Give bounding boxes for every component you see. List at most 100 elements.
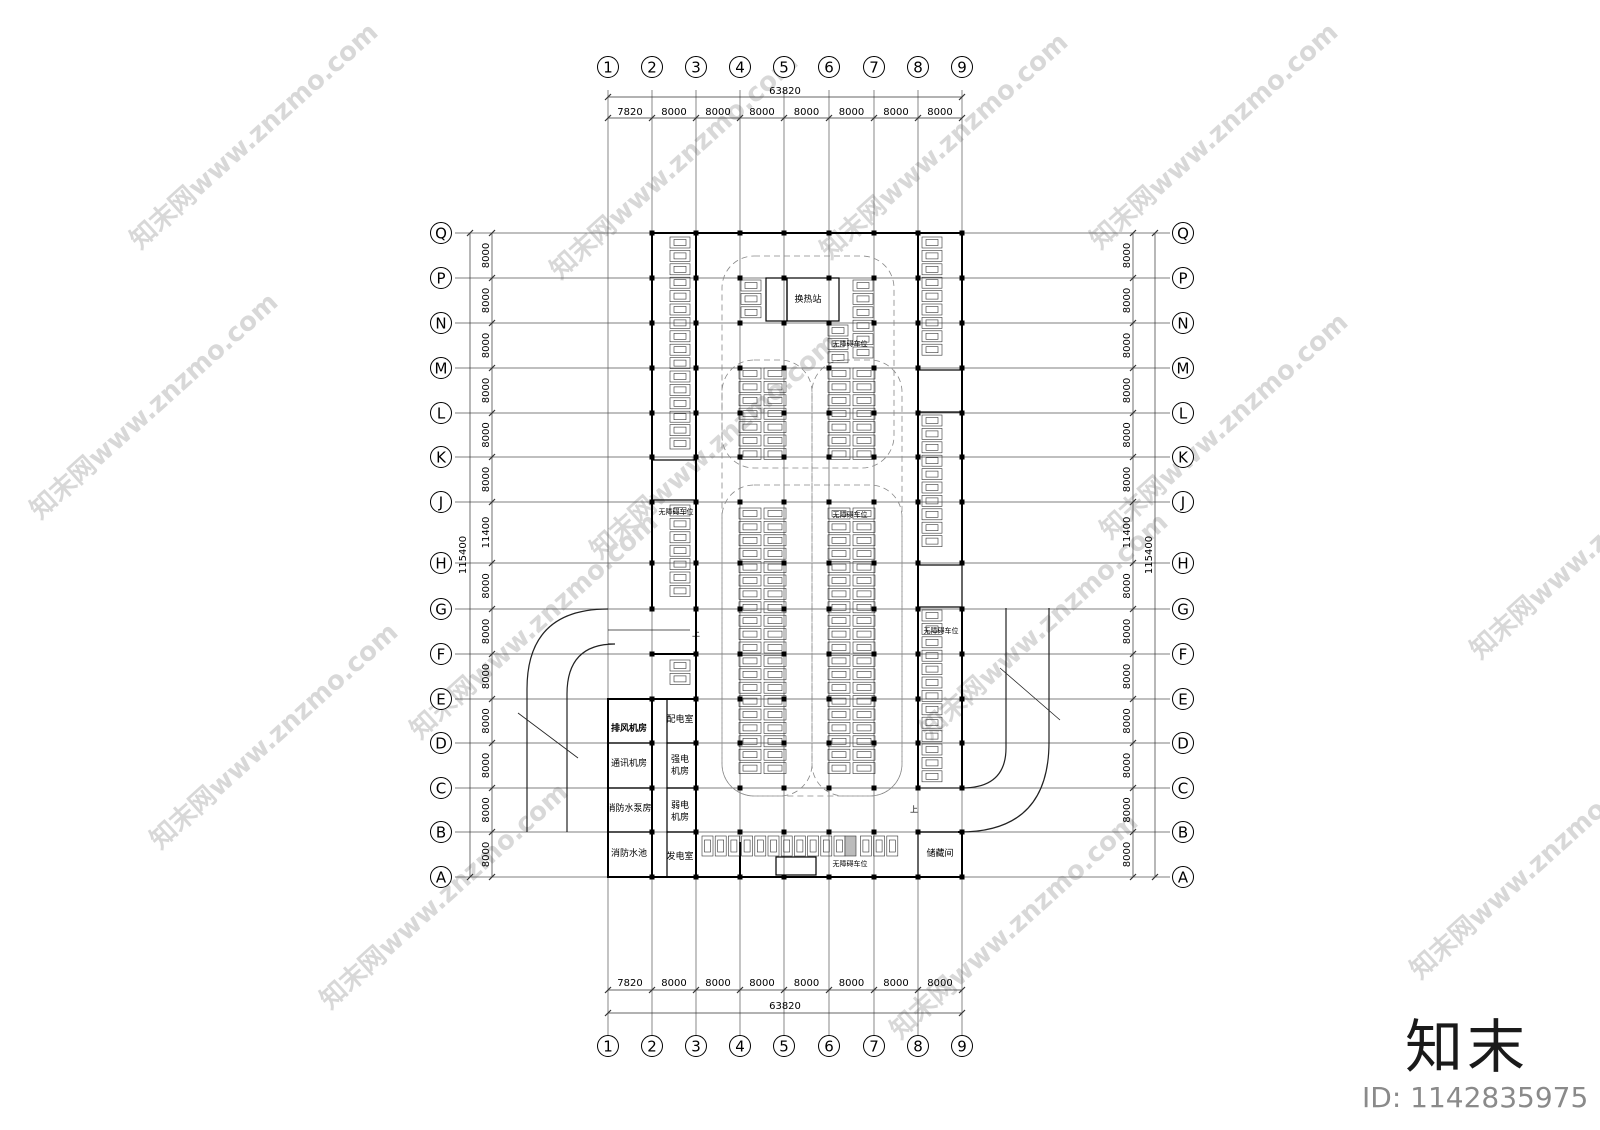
axis-bubble-right-circle	[1172, 402, 1194, 424]
dimension-spacing-bottom: 7820	[617, 978, 642, 989]
stair-core-bottom	[775, 856, 817, 876]
dimension-tick	[914, 114, 922, 122]
column	[737, 560, 743, 566]
axis-bubble-top: 3	[691, 59, 701, 77]
axis-bubble-bottom-circle	[597, 1035, 619, 1057]
parking-stall-center	[763, 708, 787, 721]
parking-stall-bottom-car	[809, 839, 817, 853]
parking-stall-left	[669, 518, 691, 530]
column	[737, 365, 743, 371]
axis-bubble-bottom: 5	[779, 1038, 789, 1056]
parking-stall-left-car	[673, 560, 687, 568]
column	[737, 696, 743, 702]
parking-stall-center-car	[856, 523, 872, 531]
parking-stall-left-car	[673, 426, 687, 434]
drive-lanes	[721, 255, 903, 797]
parking-stall-center	[763, 722, 787, 734]
axis-bubble-left: P	[436, 270, 445, 288]
parking-stall-center-car	[831, 603, 847, 611]
parking-stall-center	[738, 521, 762, 533]
axis-bubble-left-circle	[430, 643, 452, 665]
parking-stall-center	[827, 748, 851, 761]
parking-stall-center	[827, 655, 851, 667]
parking-stall-center	[852, 367, 876, 380]
dimension-tick	[488, 409, 496, 417]
parking-stall-center-car	[742, 764, 758, 772]
dimension-spacing-bottom: 8000	[839, 978, 864, 989]
parking-stall-left	[669, 263, 691, 276]
parking-stall-top-car	[856, 335, 870, 343]
dimension-spacing-right: 8000	[1122, 467, 1133, 492]
parking-stall-top-car	[856, 295, 870, 303]
axis-bubble-top: 8	[913, 59, 923, 77]
accessible-parking-label: 无障碍车位	[924, 626, 959, 635]
parking-stall-right-car	[925, 612, 939, 619]
parking-stall-right	[921, 716, 943, 729]
parking-stall-top	[852, 306, 874, 319]
parking-stall-top	[852, 333, 874, 345]
parking-stall-top	[827, 338, 849, 350]
parking-stall-center-car	[831, 437, 847, 444]
parking-stall-right	[921, 428, 943, 440]
parking-stall-left	[669, 397, 691, 410]
column	[871, 785, 877, 791]
dimension-tick	[1151, 229, 1159, 237]
parking-stall-center	[738, 574, 762, 587]
parking-stall-center	[738, 628, 762, 640]
parking-stall-center	[827, 628, 851, 640]
parking-stall-center-car	[767, 370, 783, 377]
parking-stall-center	[763, 421, 787, 433]
parking-stall-right	[921, 663, 943, 675]
parking-stall-right-car	[925, 638, 939, 646]
axis-bubble-top-circle	[907, 56, 929, 78]
parking-stall-left	[669, 357, 691, 369]
parking-stall-center	[763, 448, 787, 460]
exhaust-room	[607, 698, 653, 744]
parking-stall-center	[827, 762, 851, 774]
ramp-left-outer	[526, 608, 609, 832]
axis-bubble-bottom: 4	[735, 1038, 745, 1056]
column	[915, 230, 921, 236]
column	[915, 410, 921, 416]
parking-stall-bottom	[780, 835, 793, 857]
parking-stall-bottom-car	[717, 839, 725, 853]
parking-stall-right-car	[925, 510, 939, 518]
column	[649, 365, 655, 371]
parking-stall-center-car	[742, 657, 758, 665]
column	[871, 606, 877, 612]
parking-stall-right-car	[925, 679, 939, 686]
axis-bubble-right-circle	[1172, 777, 1194, 799]
parking-stall-top	[852, 279, 874, 292]
parking-stall-center-car	[767, 751, 783, 759]
column	[781, 606, 787, 612]
watermark-text: 知末网www.znzmo.com	[25, 287, 285, 525]
parking-stall-center-car	[742, 577, 758, 584]
column	[649, 454, 655, 460]
parking-stall-right-car	[925, 705, 939, 713]
parking-stall-center-car	[831, 383, 847, 391]
parking-stall-center	[738, 434, 762, 447]
parking-stall-bottom	[807, 835, 819, 857]
parking-stall-right-car	[925, 319, 939, 327]
dimension-spacing-bottom: 8000	[705, 978, 730, 989]
parking-stall-center	[852, 534, 876, 547]
parking-stall-left	[669, 317, 691, 329]
dimension-total-bottom: 63820	[769, 1001, 801, 1012]
parking-stall-bottom	[741, 835, 753, 857]
dimension-tick	[466, 873, 474, 881]
dimension-spacing-right: 8000	[1122, 288, 1133, 313]
dimension-tick	[1129, 873, 1137, 881]
fire-pool-room	[607, 831, 653, 878]
parking-stall-center-car	[767, 383, 783, 391]
parking-stall-center	[852, 588, 876, 600]
parking-stall-center-car	[742, 630, 758, 638]
parking-stall-center	[827, 394, 851, 407]
dimension-tick	[1129, 274, 1137, 282]
parking-stall-center-car	[856, 657, 872, 665]
generator-room	[666, 831, 697, 878]
axis-bubble-left-circle	[430, 821, 452, 843]
column	[737, 785, 743, 791]
parking-stall-top	[740, 293, 762, 305]
column	[737, 320, 743, 326]
parking-stall-center-car	[742, 737, 758, 745]
